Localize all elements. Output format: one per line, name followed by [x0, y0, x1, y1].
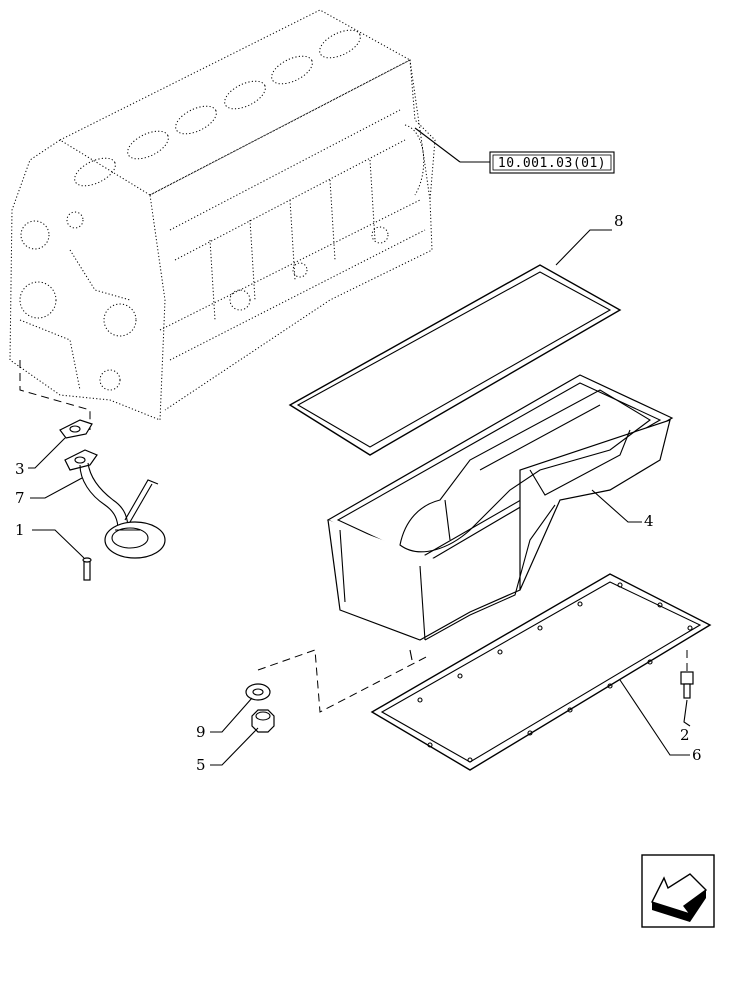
- callout-6[interactable]: 6: [619, 679, 702, 764]
- drain-plug-5: [251, 709, 275, 733]
- oil-strainer: [59, 419, 166, 559]
- svg-text:1: 1: [15, 521, 25, 539]
- bolt-2: [680, 650, 694, 699]
- bolt-1: [82, 557, 92, 581]
- back-arrow-icon[interactable]: [641, 854, 715, 928]
- svg-text:6: 6: [692, 746, 702, 764]
- svg-text:4: 4: [644, 512, 654, 530]
- callout-7[interactable]: 7: [15, 477, 83, 507]
- reference-label: 10.001.03(01): [498, 156, 606, 171]
- washer-9: [245, 683, 271, 701]
- reference-box[interactable]: 10.001.03(01): [414, 127, 615, 174]
- upper-gasket: [288, 264, 622, 456]
- svg-text:7: 7: [15, 489, 25, 507]
- svg-text:2: 2: [680, 726, 690, 744]
- callout-5[interactable]: 5: [196, 727, 259, 774]
- svg-text:8: 8: [614, 212, 624, 230]
- callout-2[interactable]: 2: [680, 699, 691, 744]
- callout-3[interactable]: 3: [15, 437, 66, 478]
- callout-4[interactable]: 4: [591, 489, 654, 530]
- callout-1[interactable]: 1: [15, 521, 85, 559]
- engine-block: [9, 9, 436, 421]
- assembly-guide-line: [19, 360, 91, 430]
- callout-9[interactable]: 9: [196, 697, 253, 741]
- callout-8[interactable]: 8: [555, 212, 624, 266]
- svg-text:5: 5: [196, 756, 206, 774]
- oil-pan: [326, 374, 674, 661]
- drain-guide-line: [257, 649, 431, 713]
- lower-gasket: [370, 573, 712, 771]
- svg-text:3: 3: [15, 460, 25, 478]
- svg-text:9: 9: [196, 723, 206, 741]
